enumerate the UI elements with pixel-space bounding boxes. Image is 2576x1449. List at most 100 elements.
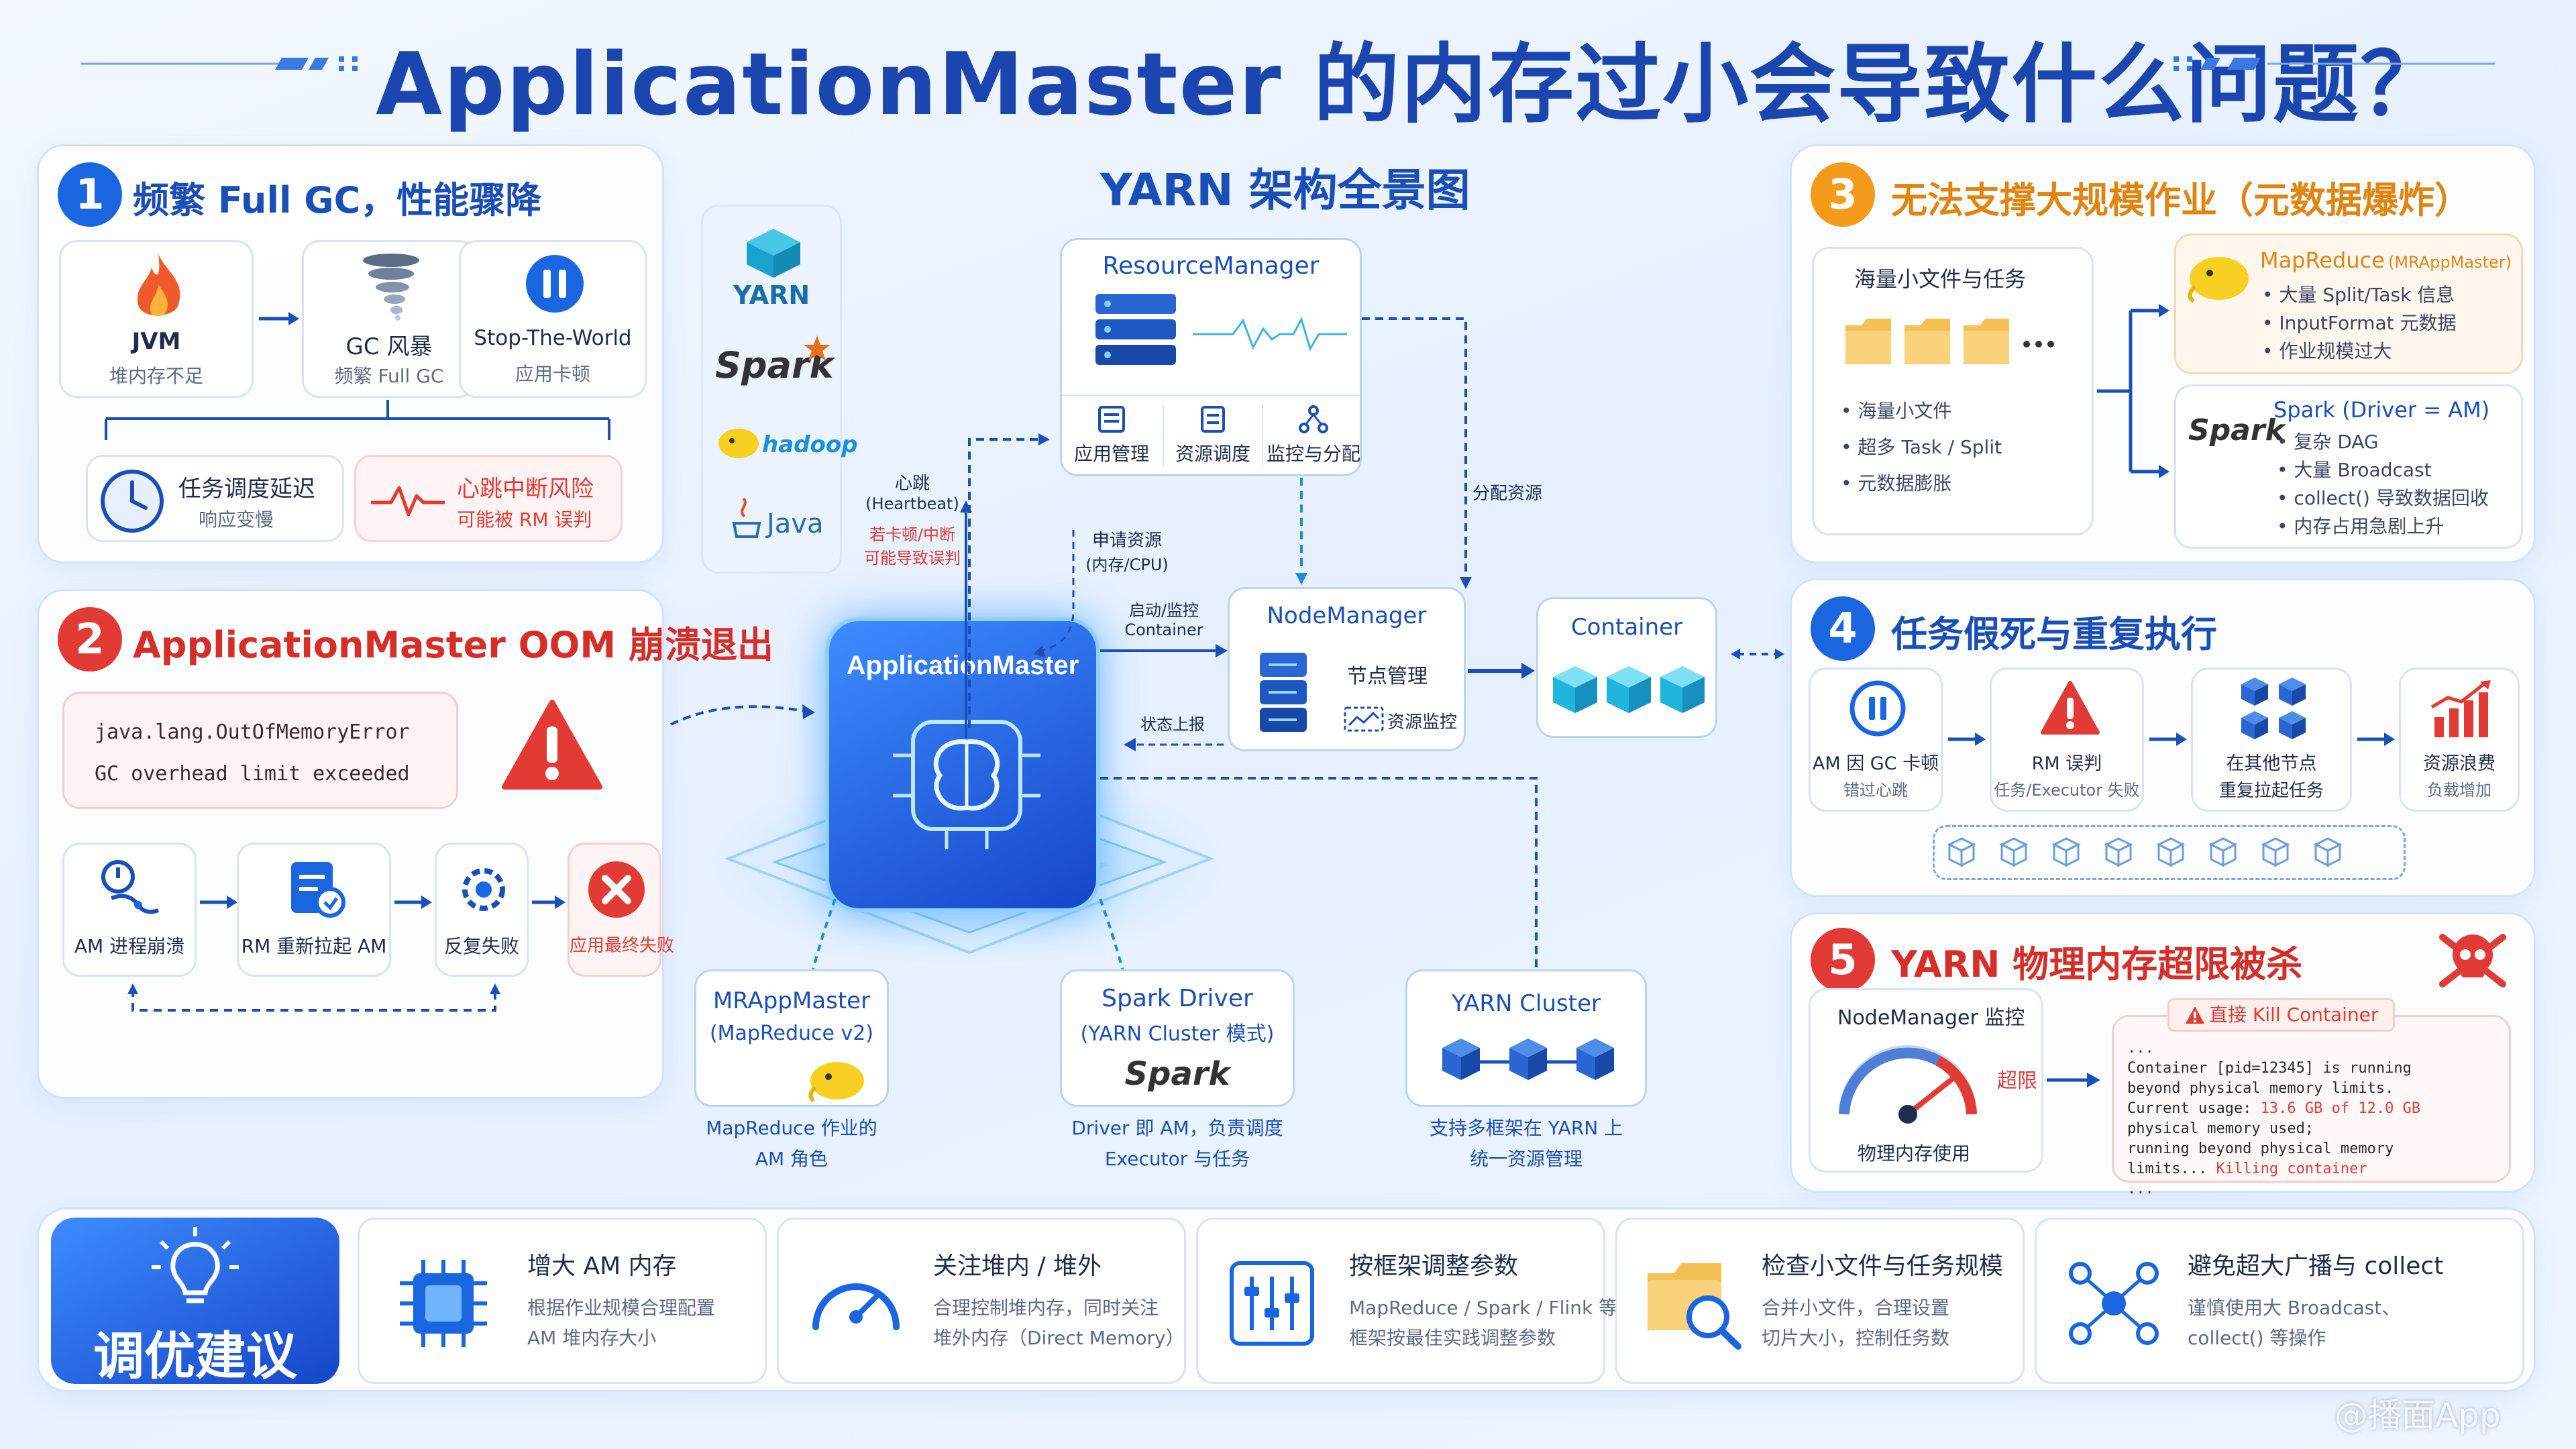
watermark: @播面App bbox=[2334, 1396, 2501, 1435]
gear-icon bbox=[462, 868, 505, 911]
yarn-architecture: YARN 架构全景图 YARN Spark hadoop Java Resour… bbox=[670, 134, 1784, 1181]
container-box: Container bbox=[1536, 597, 1717, 738]
container-title: Container bbox=[1570, 614, 1683, 641]
step-label: 反复失败 bbox=[443, 935, 519, 957]
sliders-icon bbox=[1230, 1261, 1314, 1346]
gauge-label: 超限 bbox=[1997, 1069, 2037, 1093]
log-highlight: Killing container bbox=[2216, 1161, 2367, 1177]
section-zombie-tasks: 4 任务假死与重复执行 AM 因 GC 卡顿 错过心跳 RM 误判 任务/Exe… bbox=[1790, 578, 2536, 897]
advice-item-title: 按框架调整参数 bbox=[1349, 1252, 1519, 1280]
gc-title: GC 风暴 bbox=[345, 333, 433, 360]
advice-item-desc: 谨慎使用大 Broadcast、 bbox=[2188, 1297, 2401, 1319]
tornado-icon bbox=[363, 254, 419, 321]
monitor-chart-icon bbox=[1344, 706, 1384, 732]
stw-sub: 应用卡顿 bbox=[515, 363, 590, 385]
step-rm-box: RM 误判 任务/Executor 失败 bbox=[1990, 667, 2144, 812]
step-label: 应用最终失败 bbox=[570, 936, 675, 956]
advice-bar: 调优建议 增大 AM 内存 根据作业规模合理配置 AM 堆内存大小 关注堆内 /… bbox=[37, 1208, 2536, 1392]
section-physical-memory: 5 YARN 物理内存超限被杀 NodeManager 监控 超限 物理内存使用… bbox=[1790, 912, 2536, 1197]
advice-item-desc: 合理控制堆内存，同时关注 bbox=[933, 1297, 1159, 1319]
bullet-text: 作业规模过大 bbox=[2279, 340, 2392, 362]
small-files-bullets: • 海量小文件 • 超多 Task / Split • 元数据膨胀 bbox=[1841, 393, 2002, 502]
error-message-box: java.lang.OutOfMemoryError GC overhead l… bbox=[62, 692, 458, 809]
small-files-box: 海量小文件与任务 • 海量小文件 • 超多 Task / Split • 元数据… bbox=[1812, 247, 2094, 535]
mr-desc-2: AM 角色 bbox=[755, 1148, 828, 1170]
folder-search-icon bbox=[1648, 1263, 1741, 1350]
status-report-label: 状态上报 bbox=[1140, 715, 1205, 734]
arrow-right-icon bbox=[200, 896, 237, 909]
step-sub: 任务/Executor 失败 bbox=[1994, 781, 2140, 800]
warning-icon bbox=[2041, 681, 2100, 735]
container-cubes-icon bbox=[1553, 666, 1705, 713]
gc-box: GC 风暴 频繁 Full GC bbox=[302, 240, 476, 398]
cube-row-icon bbox=[1947, 837, 2341, 867]
node-manager-box: NodeManager 节点管理 资源监控 bbox=[1228, 587, 1466, 751]
section-full-gc: 1 频繁 Full GC，性能骤降 JVM 堆内存不足 GC 风暴 频繁 Ful… bbox=[37, 144, 664, 564]
list-item: • 海量小文件 bbox=[1841, 400, 1952, 422]
error-line-2: GC overhead limit exceeded bbox=[95, 762, 410, 786]
yc-desc: 支持多框架在 YARN 上 统一资源管理 bbox=[1392, 1114, 1660, 1171]
java-cup-icon bbox=[732, 497, 761, 538]
list-item: • InputFormat 元数据 bbox=[2262, 312, 2457, 334]
bullet-text: InputFormat 元数据 bbox=[2279, 312, 2457, 334]
stop-world-box bbox=[459, 240, 647, 398]
list-item: • collect() 导致数据回收 bbox=[2277, 487, 2489, 509]
error-line-1: java.lang.OutOfMemoryError bbox=[95, 720, 410, 744]
warning-icon bbox=[2186, 1006, 2204, 1024]
application-master-chip[interactable]: ApplicationMaster bbox=[825, 617, 1100, 912]
log-part: Current usage: bbox=[2127, 1100, 2261, 1117]
log-line: running beyond physical memory bbox=[2127, 1140, 2394, 1157]
mr-desc: MapReduce 作业的 AM 角色 bbox=[694, 1114, 889, 1171]
nm-item-monitor: 资源监控 bbox=[1387, 712, 1458, 733]
list-icon bbox=[1098, 406, 1125, 433]
advice-item: 关注堆内 / 堆外 合理控制堆内存，同时关注 堆外内存（Direct Memor… bbox=[777, 1218, 1186, 1384]
advice-title: 调优建议 bbox=[93, 1326, 297, 1386]
bullet-text: 元数据膨胀 bbox=[1858, 472, 1952, 494]
advice-item-title: 增大 AM 内存 bbox=[527, 1252, 677, 1280]
speedometer-icon bbox=[812, 1283, 900, 1330]
cluster-cubes-icon bbox=[1442, 1038, 1614, 1080]
step-sub: 重复拉起任务 bbox=[2218, 781, 2324, 801]
section-title: 无法支撑大规模作业（元数据爆炸） bbox=[1891, 179, 2471, 221]
bullet-text: 超多 Task / Split bbox=[1858, 436, 2002, 458]
kill-label: 直接 Kill Container bbox=[2209, 1004, 2379, 1026]
jvm-title: JVM bbox=[131, 328, 181, 355]
spark-box: Spark Spark (Driver = AM) • 复杂 DAG • 大量 … bbox=[2174, 384, 2523, 549]
log-line: physical memory used; bbox=[2127, 1120, 2314, 1137]
request-text: 申请资源 bbox=[1091, 531, 1162, 551]
mr-bullets: • 大量 Split/Task 信息 • InputFormat 元数据 • 作… bbox=[2262, 281, 2457, 366]
rm-item-label: 应用管理 bbox=[1073, 443, 1149, 465]
arrow-right-icon bbox=[532, 896, 566, 909]
heartbeat-warning-2: 可能导致误判 bbox=[864, 549, 961, 568]
stop-world-content: Stop-The-World 应用卡顿 bbox=[459, 240, 647, 398]
gauge-icon bbox=[1839, 1045, 1977, 1124]
arrow-right-icon bbox=[1468, 663, 1535, 679]
start-monitor-arrow bbox=[1100, 644, 1228, 657]
advice-item-title: 检查小文件与任务规模 bbox=[1762, 1252, 2004, 1280]
arrow-right-icon bbox=[2149, 733, 2187, 746]
heartbeat-text: 心跳 bbox=[894, 474, 930, 494]
hb-title: 心跳中断风险 bbox=[457, 476, 594, 502]
spark-logo: Spark bbox=[2188, 413, 2285, 447]
resource-manager-box: ResourceManager 应用管理 资源调度 监控与分配 bbox=[1060, 238, 1362, 476]
log-line: beyond physical memory limits. bbox=[2127, 1080, 2394, 1097]
arrow-right-icon bbox=[1948, 733, 1986, 746]
request-arrow bbox=[1033, 530, 1075, 657]
pulse-line-icon bbox=[1193, 317, 1347, 352]
crash-icon bbox=[101, 860, 159, 914]
sd-sub: (YARN Cluster 模式) bbox=[1080, 1022, 1275, 1046]
mr-sub: (MapReduce v2) bbox=[709, 1022, 874, 1045]
log-line: limits... Killing container bbox=[2127, 1159, 2420, 1179]
gauge-sub: 物理内存使用 bbox=[1858, 1142, 1971, 1165]
advice-item: 避免超大广播与 collect 谨慎使用大 Broadcast、 collect… bbox=[2035, 1218, 2524, 1384]
sp-title: Spark (Driver = AM) bbox=[2273, 397, 2490, 423]
network-icon bbox=[1299, 405, 1328, 433]
rm-to-nm-arrow bbox=[1295, 478, 1307, 585]
section-title: 任务假死与重复执行 bbox=[1891, 613, 2217, 655]
step-label: AM 进程崩溃 bbox=[74, 935, 185, 957]
section2-to-am-arrow bbox=[670, 704, 815, 726]
advice-item-desc: 根据作业规模合理配置 bbox=[527, 1297, 716, 1319]
spark-logo: Spark bbox=[1124, 1055, 1230, 1093]
yc-desc-1: 支持多框架在 YARN 上 bbox=[1429, 1117, 1623, 1139]
schedule-delay-box: 任务调度延迟 响应变慢 bbox=[86, 455, 344, 542]
